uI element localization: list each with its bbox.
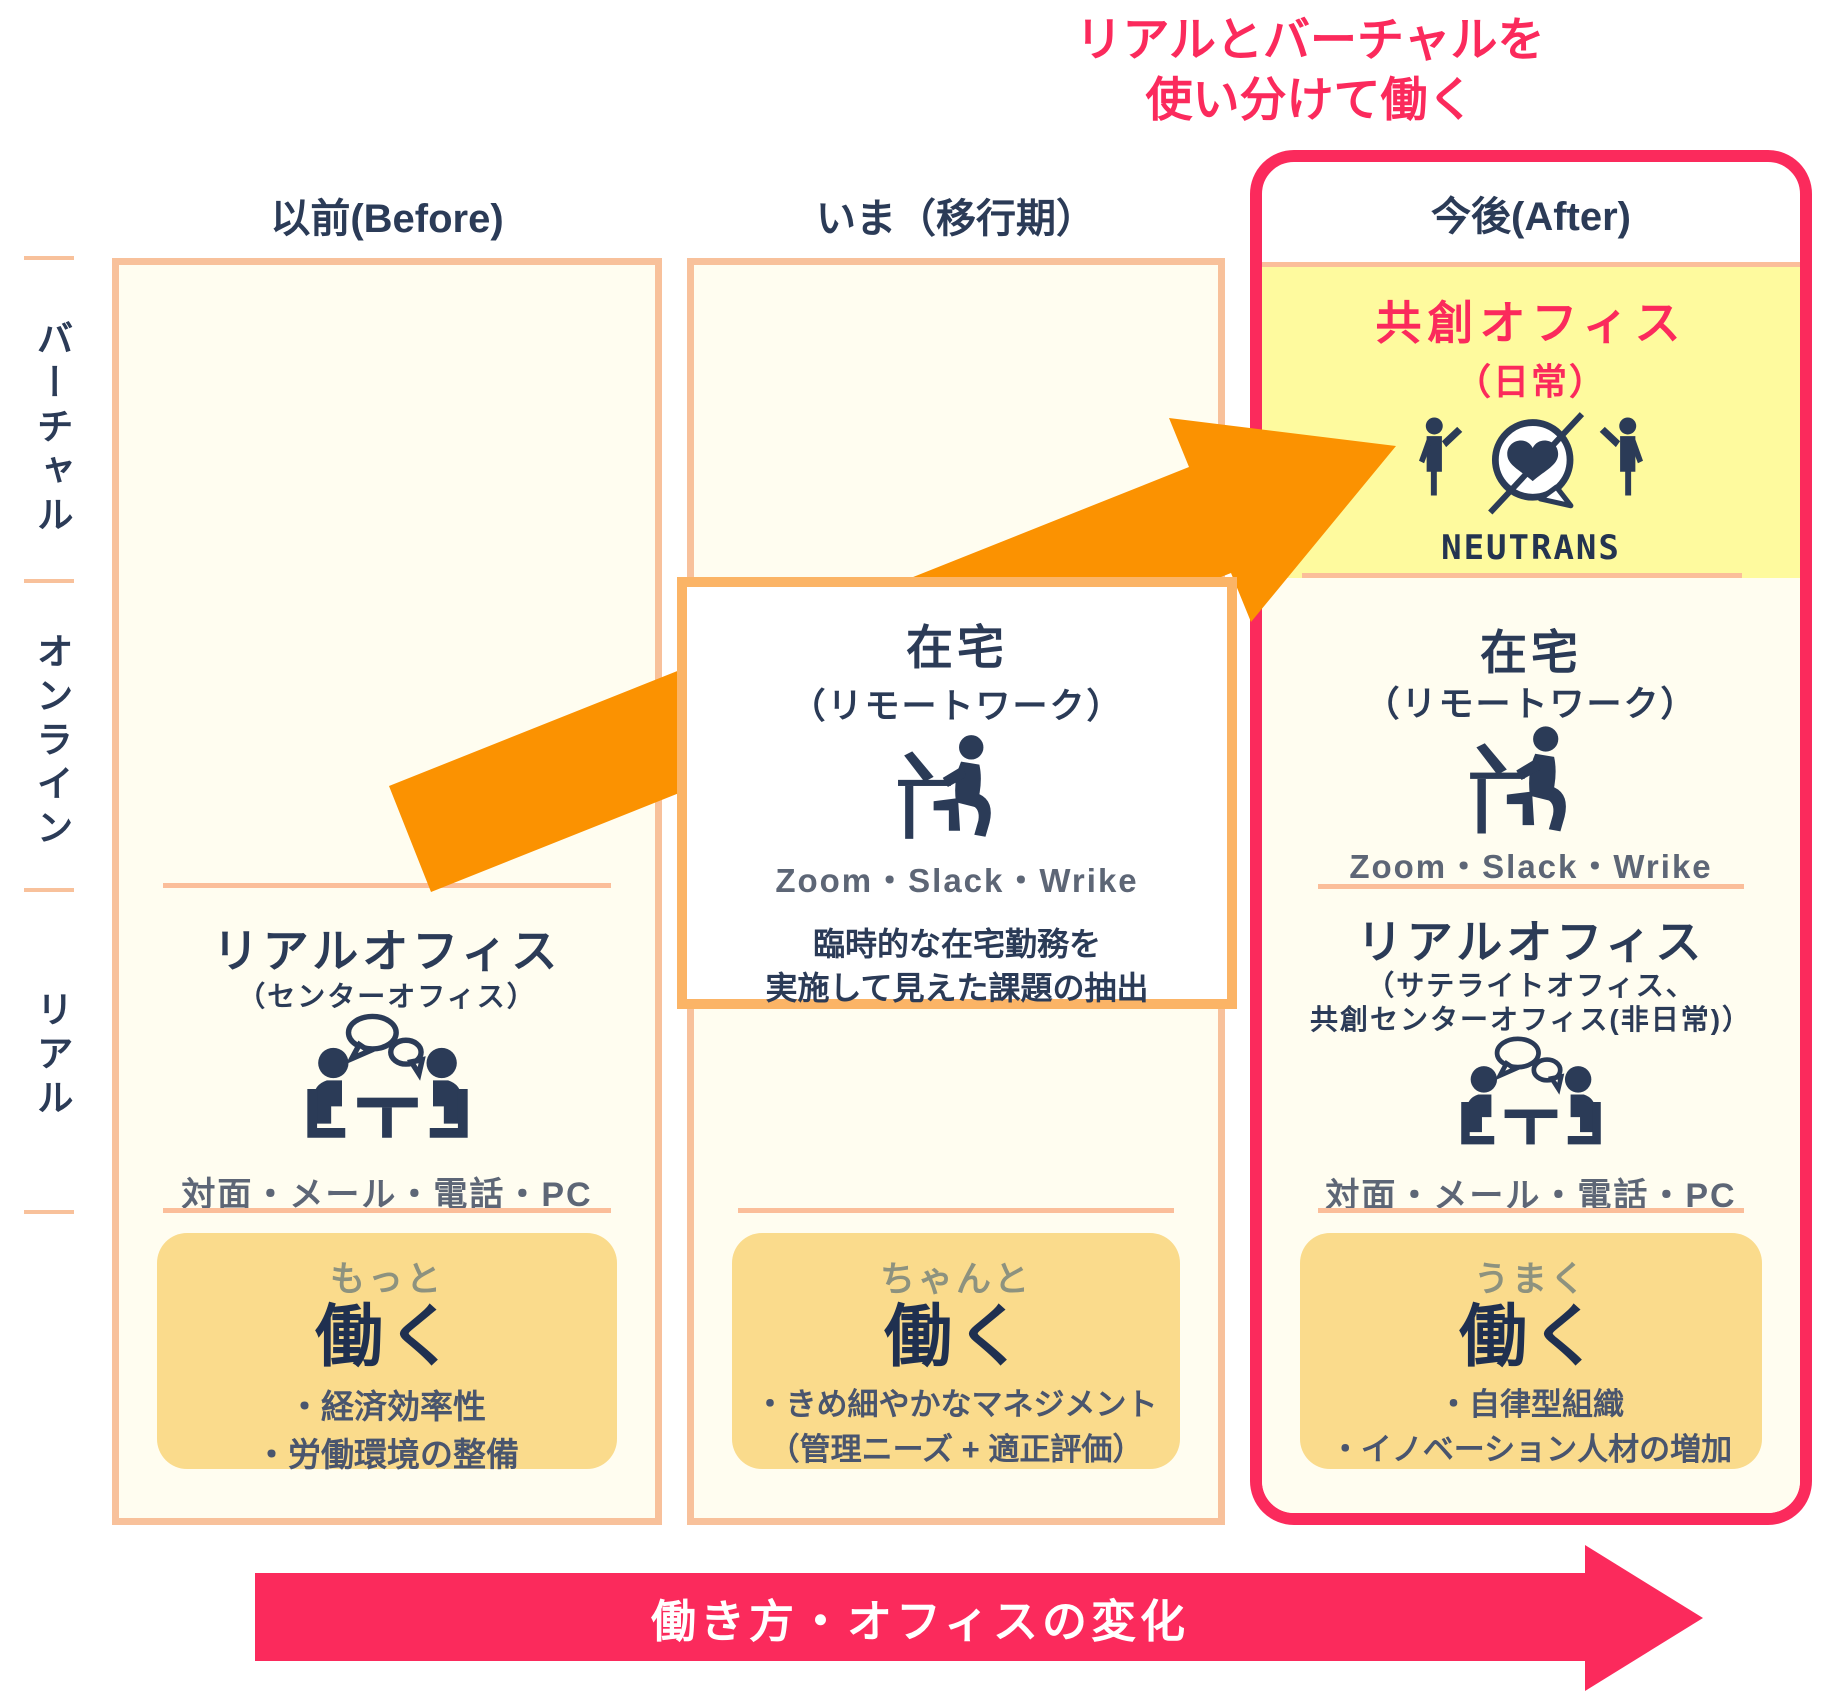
after-summary-point1: ・自律型組織 — [1437, 1387, 1624, 1423]
now-home-note-line1: 臨時的な在宅勤務を — [812, 926, 1101, 962]
now-home-note-line2: 実施して見えた課題の抽出 — [765, 970, 1149, 1006]
after-remote-icon-wrap — [1262, 722, 1800, 845]
after-lower-section: 在宅 （リモートワーク） — [1262, 578, 1800, 1513]
after-real-office-title: リアルオフィス — [1356, 916, 1706, 968]
after-cocreation-brand: NEUTRANS — [1441, 528, 1621, 568]
axis-tick — [24, 1210, 74, 1214]
after-summary-point2: ・イノベーション人材の増加 — [1329, 1432, 1733, 1468]
after-cocreation-title: 共創オフィス — [1375, 297, 1687, 349]
before-summary-verb: 働く — [314, 1299, 459, 1375]
after-home-subtitle: （リモートワーク） — [1364, 685, 1698, 724]
before-meeting-icon-wrap — [119, 1013, 655, 1170]
row-label-real: リアル — [31, 990, 72, 1122]
now-summary-verb: 働く — [883, 1299, 1028, 1375]
after-summary-points: ・自律型組織 ・イノベーション人材の増加 — [1330, 1383, 1732, 1473]
now-summary-qualifier: ちゃんと — [879, 1260, 1032, 1299]
before-tools-label: 対面・メール・電話・PC — [181, 1176, 593, 1214]
before-divider-real-summary — [163, 1208, 611, 1213]
after-home-title: 在宅 — [1480, 626, 1582, 679]
after-real-office-subtitle2: 共創センターオフィス(非日常)） — [1309, 1004, 1753, 1035]
now-home-title: 在宅 — [906, 621, 1008, 674]
before-real-office-title: リアルオフィス — [212, 925, 562, 977]
now-summary-box: ちゃんと 働く ・きめ細やかなマネジメント （管理ニーズ + 適正評価） — [732, 1233, 1180, 1469]
header-after: 今後(After) — [1431, 195, 1631, 239]
after-summary-box: うまく 働く ・自律型組織 ・イノベーション人材の増加 — [1300, 1233, 1762, 1469]
after-meeting-icon-wrap — [1262, 1036, 1800, 1173]
row-label-online: オンライン — [31, 632, 72, 852]
after-summary-verb: 働く — [1458, 1299, 1603, 1375]
axis-tick — [24, 256, 74, 260]
after-cocreation-section: 共創オフィス （日常） — [1262, 262, 1800, 578]
axis-tick — [24, 579, 74, 583]
person-at-desk-icon — [896, 731, 1018, 850]
after-cocreation-subtitle: （日常） — [1454, 361, 1607, 402]
change-arrow — [255, 1545, 1703, 1691]
page-title: リアルとバーチャルを 使い分けて働く — [1020, 10, 1600, 130]
after-divider-virtual-online — [1302, 573, 1742, 578]
row-label-virtual: バーチャル — [31, 319, 72, 539]
header-before: 以前(Before) — [270, 197, 504, 241]
now-home-tools-label: Zoom・Slack・Wrike — [775, 862, 1139, 899]
before-summary-points: ・経済効率性 ・労働環境の整備 — [255, 1383, 519, 1479]
before-summary-box: もっと 働く ・経済効率性 ・労働環境の整備 — [157, 1233, 617, 1473]
change-arrow-label: 働き方・オフィスの変化 — [650, 1595, 1190, 1647]
now-home-note: 臨時的な在宅勤務を 実施して見えた課題の抽出 — [765, 922, 1148, 1010]
page-title-line2: 使い分けて働く — [1145, 73, 1475, 127]
axis-tick — [24, 888, 74, 892]
before-summary-point2: ・労働環境の整備 — [255, 1436, 519, 1474]
header-now: いま（移行期） — [816, 197, 1096, 241]
neutrans-logo-icon — [1396, 409, 1666, 526]
after-divider-online-real — [1318, 884, 1744, 889]
now-summary-point2: （管理ニーズ + 適正評価） — [768, 1432, 1144, 1468]
after-real-office-subtitle1: （サテライトオフィス、 — [1366, 970, 1696, 1001]
after-home-tools-label: Zoom・Slack・Wrike — [1349, 848, 1713, 885]
after-divider-real-summary — [1318, 1208, 1744, 1213]
now-summary-point1: ・きめ細やかなマネジメント — [754, 1387, 1158, 1423]
now-divider-real-summary — [738, 1208, 1174, 1213]
before-summary-point1: ・経済効率性 — [288, 1388, 486, 1426]
before-divider-online-real — [163, 883, 611, 888]
people-at-table-icon — [1446, 1036, 1616, 1173]
now-summary-points: ・きめ細やかなマネジメント （管理ニーズ + 適正評価） — [755, 1383, 1158, 1473]
after-column-box: 今後(After) 共創オフィス （日常） — [1250, 150, 1812, 1525]
before-column-box: リアルオフィス （センターオフィス） — [112, 258, 662, 1525]
now-home-box: 在宅 （リモートワーク） Zoom・Slack・Wrike 臨時的な在宅勤務を — [677, 577, 1237, 1009]
page-title-line1: リアルとバーチャルを — [1075, 13, 1545, 66]
person-at-desk-icon — [1468, 722, 1594, 845]
people-at-table-icon — [290, 1013, 485, 1170]
after-summary-qualifier: うまく — [1473, 1260, 1588, 1299]
before-real-office-subtitle: （センターオフィス） — [237, 981, 537, 1012]
before-summary-qualifier: もっと — [329, 1260, 444, 1299]
now-home-subtitle: （リモートワーク） — [790, 687, 1124, 726]
